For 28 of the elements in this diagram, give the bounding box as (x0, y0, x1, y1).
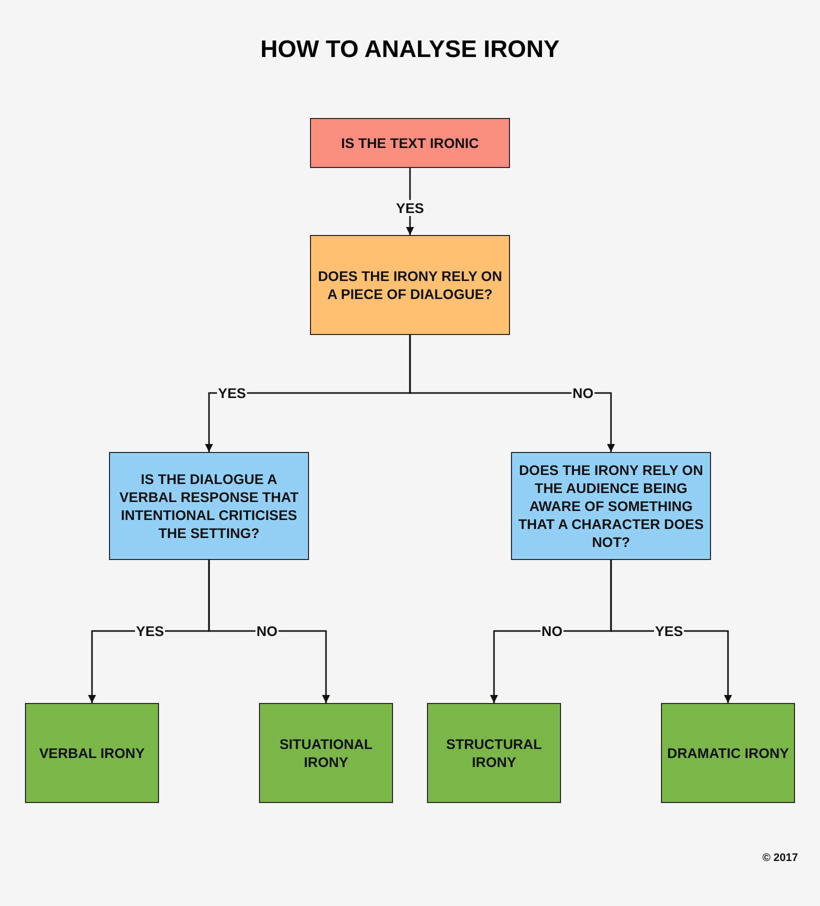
edge-label: NO (540, 623, 564, 639)
edge-label: YES (135, 623, 165, 639)
arrow (409, 335, 615, 452)
node-text: DRAMATIC IRONY (667, 744, 789, 762)
result-box (259, 703, 393, 803)
edge-label: YES (217, 385, 247, 401)
edge-label: NO (572, 385, 594, 401)
node-text: DOES THE IRONY RELY ON THE AUDIENCE BEING AWARE OF SOMETHING THAT A CHARACTER DOES NOT? (517, 461, 705, 551)
result-box (661, 703, 795, 803)
node-text: IS THE DIALOGUE A VERBAL RESPONSE THAT INTENTIONAL CRITICISES THE SETTING? (118, 470, 300, 542)
arrow (610, 560, 732, 703)
node-text: DOES THE IRONY RELY ON A PIECE OF DIALOGUE? (316, 267, 504, 303)
edge-label: YES (395, 200, 425, 216)
node-text: SITUATIONAL IRONY (278, 735, 374, 771)
copyright-note: © 2017 (762, 852, 798, 864)
arrow (208, 560, 330, 703)
result-box (427, 703, 561, 803)
question-box (310, 235, 510, 335)
question-box (310, 118, 510, 168)
diagram-title: HOW TO ANALYSE IRONY (259, 36, 561, 64)
node-text: IS THE TEXT IRONIC (341, 134, 479, 152)
edge-label: YES (654, 623, 684, 639)
edge-label: NO (256, 623, 278, 639)
node-text: VERBAL IRONY (39, 744, 145, 762)
result-box (25, 703, 159, 803)
node-text: STRUCTURAL IRONY (445, 735, 543, 771)
question-box (109, 452, 309, 560)
question-box (511, 452, 711, 560)
